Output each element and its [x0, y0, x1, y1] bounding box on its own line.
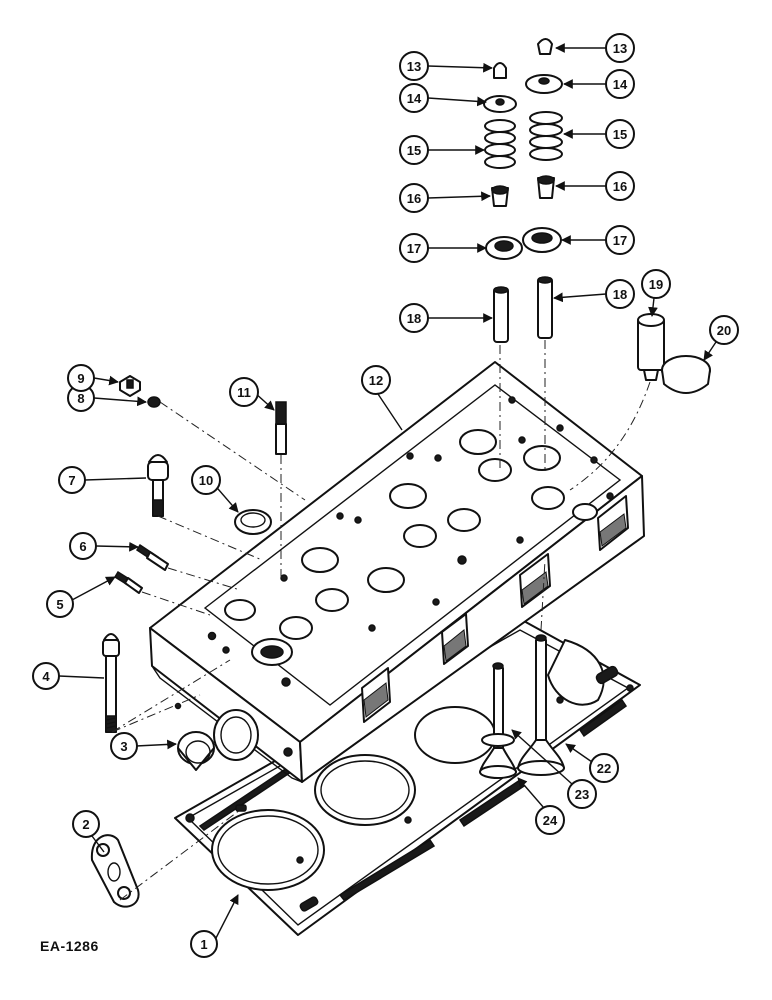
svg-text:9: 9 — [77, 371, 84, 386]
exhaust-valve — [479, 662, 517, 779]
callout-2: 2 — [72, 810, 100, 838]
callout-24: 24 — [535, 805, 565, 835]
svg-text:14: 14 — [613, 77, 628, 92]
svg-text:23: 23 — [575, 787, 589, 802]
assembly-lines — [111, 340, 651, 901]
stud-6 — [135, 543, 169, 571]
leader-lines — [58, 43, 717, 941]
svg-text:7: 7 — [68, 473, 75, 488]
sleeve — [177, 731, 215, 771]
intake-valve — [517, 634, 565, 776]
callout-3: 3 — [110, 732, 138, 760]
svg-text:13: 13 — [613, 41, 627, 56]
svg-text:5: 5 — [56, 597, 63, 612]
callout-10: 10 — [191, 465, 221, 495]
callout-18-left: 18 — [399, 303, 429, 333]
svg-text:12: 12 — [369, 373, 383, 388]
svg-text:8: 8 — [77, 391, 84, 406]
spring-retainer-right — [525, 74, 563, 94]
svg-text:18: 18 — [613, 287, 627, 302]
callout-11: 11 — [229, 377, 259, 407]
callout-15-right: 15 — [605, 119, 635, 149]
svg-text:10: 10 — [199, 473, 213, 488]
spring-seat-left — [485, 236, 523, 260]
valve-seal-right — [537, 175, 555, 199]
svg-text:16: 16 — [407, 191, 421, 206]
callout-15-left: 15 — [399, 135, 429, 165]
svg-text:15: 15 — [613, 127, 627, 142]
svg-text:11: 11 — [237, 385, 251, 400]
svg-text:14: 14 — [407, 91, 422, 106]
svg-text:3: 3 — [120, 739, 127, 754]
svg-text:13: 13 — [407, 59, 421, 74]
callout-4: 4 — [32, 662, 60, 690]
callout-16-right: 16 — [605, 171, 635, 201]
cylinder-head — [149, 361, 645, 783]
drawing-code: EA-1286 — [40, 938, 99, 954]
callout-19: 19 — [641, 269, 671, 299]
fitting — [119, 375, 141, 397]
svg-text:16: 16 — [613, 179, 627, 194]
svg-text:24: 24 — [543, 813, 558, 828]
callout-14-right: 14 — [605, 69, 635, 99]
callout-18-right: 18 — [605, 279, 635, 309]
callout-13-left: 13 — [399, 51, 429, 81]
callout-20: 20 — [709, 315, 739, 345]
valve-spring-left — [484, 119, 516, 169]
callout-12: 12 — [361, 365, 391, 395]
callout-6: 6 — [69, 532, 97, 560]
svg-text:4: 4 — [42, 669, 50, 684]
injector-sleeve — [637, 313, 665, 381]
callout-22: 22 — [589, 753, 619, 783]
callout-13-right: 13 — [605, 33, 635, 63]
svg-text:6: 6 — [79, 539, 86, 554]
svg-text:1: 1 — [200, 937, 207, 952]
callout-5: 5 — [46, 590, 74, 618]
callout-17-right: 17 — [605, 225, 635, 255]
svg-text:18: 18 — [407, 311, 421, 326]
callout-17-left: 17 — [399, 233, 429, 263]
svg-text:17: 17 — [613, 233, 627, 248]
valve-guide-left — [493, 286, 509, 343]
valve-guide-right — [537, 276, 553, 339]
svg-text:22: 22 — [597, 761, 611, 776]
head-bolt-long — [102, 633, 120, 733]
valve-keeper-left — [493, 62, 507, 79]
valve-seal-left — [491, 185, 509, 207]
stud-11 — [275, 401, 287, 455]
stud-5 — [113, 570, 143, 594]
callout-14-left: 14 — [399, 83, 429, 113]
spring-seat-right — [522, 227, 562, 253]
head-bolt — [147, 454, 169, 517]
svg-text:15: 15 — [407, 143, 421, 158]
valve-spring-right — [529, 111, 563, 161]
svg-text:20: 20 — [717, 323, 731, 338]
svg-text:19: 19 — [649, 277, 663, 292]
callout-1: 1 — [190, 930, 218, 958]
sealing-cap — [661, 355, 711, 394]
svg-text:17: 17 — [407, 241, 421, 256]
valve-keeper-right — [537, 38, 553, 55]
callout-9: 9 — [67, 364, 95, 392]
svg-text:2: 2 — [82, 817, 89, 832]
callout-23: 23 — [567, 779, 597, 809]
callout-16-left: 16 — [399, 183, 429, 213]
sealing-washer — [147, 396, 161, 408]
spring-retainer-left — [483, 95, 517, 113]
callout-7: 7 — [58, 466, 86, 494]
expansion-plug — [234, 509, 272, 535]
